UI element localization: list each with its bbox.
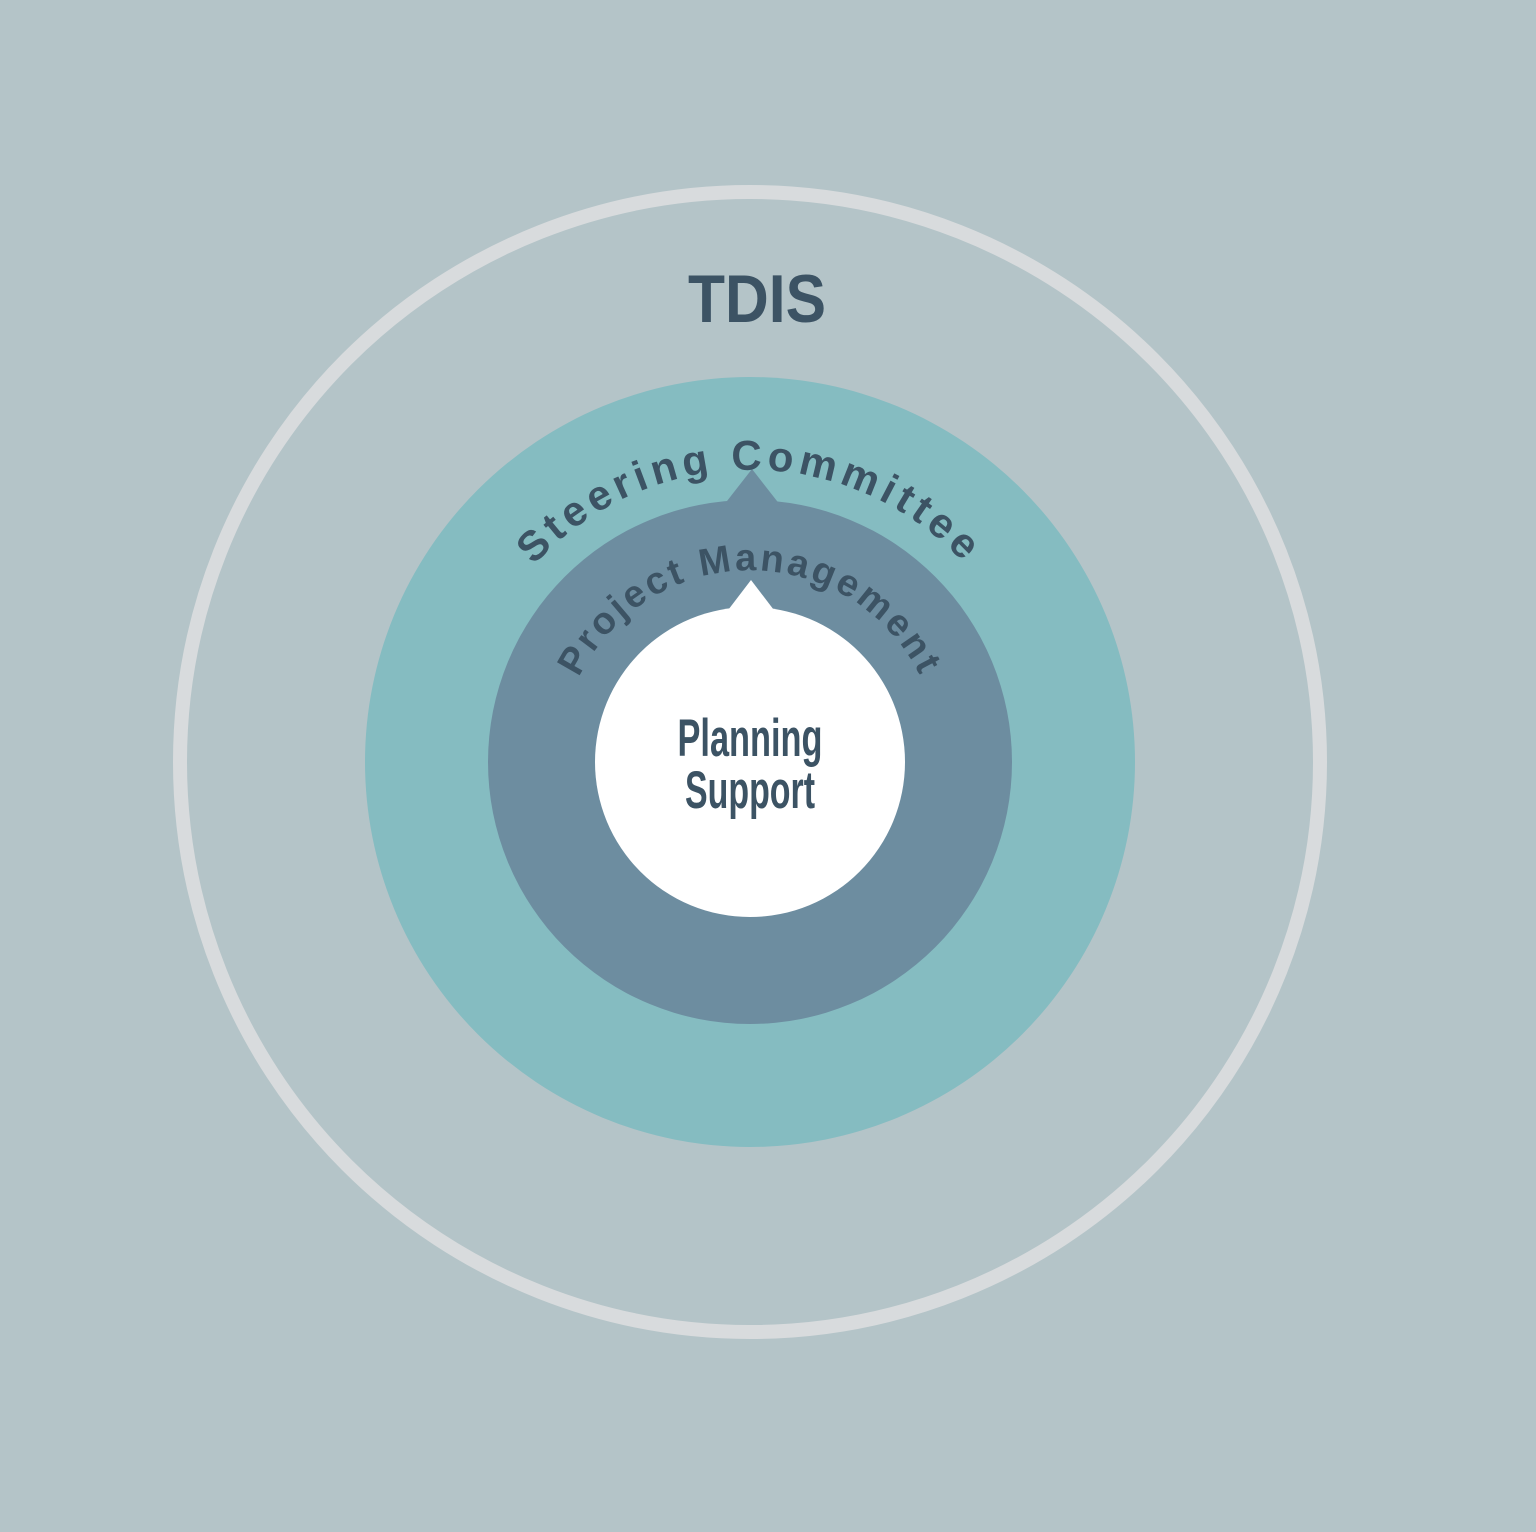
up-arrow-notch-project-management: [720, 469, 784, 510]
planning-support-label-line2: Support: [685, 761, 815, 820]
up-arrow-notch-planning-support: [722, 580, 780, 618]
tdis-outer-ring: [173, 185, 1327, 1339]
planning-support-label-line1: Planning: [678, 709, 823, 768]
planning-support-circle: [595, 607, 905, 917]
diagram-title: TDIS: [688, 261, 826, 337]
